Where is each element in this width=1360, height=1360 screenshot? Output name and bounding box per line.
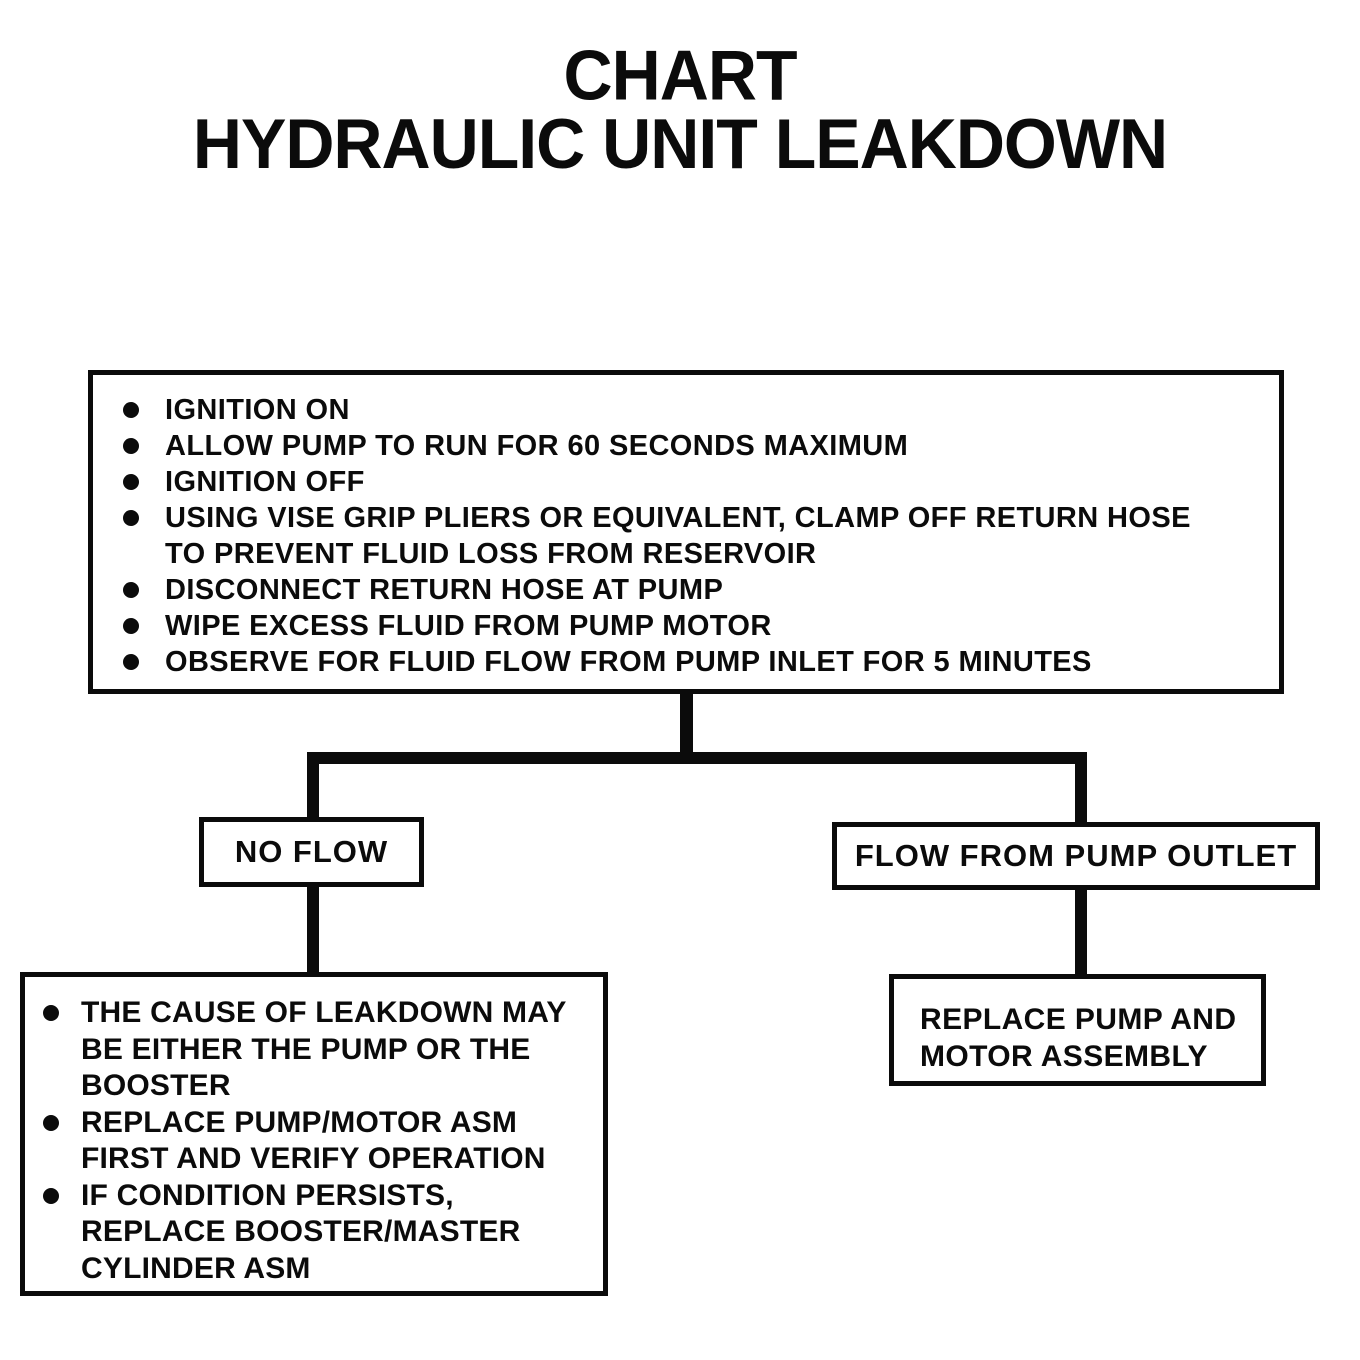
bullet-icon <box>123 654 139 670</box>
procedure-step: OBSERVE FOR FLUID FLOW FROM PUMP INLET F… <box>165 646 1092 678</box>
list-item: IGNITION OFF <box>115 464 1261 500</box>
bullet-icon <box>43 1114 59 1131</box>
list-item: DISCONNECT RETURN HOSE AT PUMP <box>115 572 1261 608</box>
procedure-node: IGNITION ON ALLOW PUMP TO RUN FOR 60 SEC… <box>88 370 1284 694</box>
procedure-step: IGNITION ON <box>165 394 350 426</box>
no-flow-node: NO FLOW <box>199 817 424 887</box>
title-line-1: CHART <box>563 36 798 116</box>
procedure-step: IGNITION OFF <box>165 466 365 498</box>
connector-right-drop-lower <box>1075 885 1087 979</box>
bullet-icon <box>43 1187 59 1204</box>
bullet-icon <box>123 582 139 598</box>
bullet-icon <box>123 402 139 418</box>
bullet-icon <box>123 438 139 454</box>
bullet-icon <box>123 510 139 526</box>
list-item: OBSERVE FOR FLUID FLOW FROM PUMP INLET F… <box>115 644 1261 680</box>
connector-horizontal-bar <box>307 752 1087 764</box>
title-line-2: HYDRAULIC UNIT LEAKDOWN <box>192 104 1168 184</box>
list-item: ALLOW PUMP TO RUN FOR 60 SECONDS MAXIMUM <box>115 428 1261 464</box>
bullet-icon <box>43 1005 59 1021</box>
page-title: CHART HYDRAULIC UNIT LEAKDOWN <box>0 36 1360 184</box>
replace-pump-label: REPLACE PUMP AND MOTOR ASSEMBLY <box>920 1003 1237 1073</box>
connector-left-drop-upper <box>307 752 319 822</box>
list-item: USING VISE GRIP PLIERS OR EQUIVALENT, CL… <box>115 500 1261 572</box>
procedure-step: USING VISE GRIP PLIERS OR EQUIVALENT, CL… <box>165 502 1191 570</box>
flow-from-pump-outlet-label: FLOW FROM PUMP OUTLET <box>854 838 1298 873</box>
bullet-icon <box>123 474 139 490</box>
diagnosis-step: THE CAUSE OF LEAKDOWN MAY BE EITHER THE … <box>81 996 567 1102</box>
bullet-icon <box>123 618 139 634</box>
diagnosis-step: IF CONDITION PERSISTS, REPLACE BOOSTER/M… <box>81 1178 521 1285</box>
connector-left-drop-lower <box>307 882 319 976</box>
connector-stem <box>680 691 693 757</box>
list-item: WIPE EXCESS FLUID FROM PUMP MOTOR <box>115 608 1261 644</box>
replace-pump-node: REPLACE PUMP AND MOTOR ASSEMBLY <box>889 974 1266 1086</box>
procedure-step: DISCONNECT RETURN HOSE AT PUMP <box>165 574 724 606</box>
leakdown-diagnosis-node: THE CAUSE OF LEAKDOWN MAY BE EITHER THE … <box>20 972 608 1296</box>
procedure-step: ALLOW PUMP TO RUN FOR 60 SECONDS MAXIMUM <box>165 430 909 462</box>
flow-from-pump-outlet-node: FLOW FROM PUMP OUTLET <box>832 822 1320 890</box>
list-item: REPLACE PUMP/MOTOR ASM FIRST AND VERIFY … <box>37 1105 595 1178</box>
connector-right-drop-upper <box>1075 752 1087 827</box>
no-flow-label: NO FLOW <box>234 834 389 869</box>
list-item: IGNITION ON <box>115 392 1261 428</box>
list-item: THE CAUSE OF LEAKDOWN MAY BE EITHER THE … <box>37 995 595 1105</box>
diagnosis-step: REPLACE PUMP/MOTOR ASM FIRST AND VERIFY … <box>81 1105 546 1176</box>
procedure-step: WIPE EXCESS FLUID FROM PUMP MOTOR <box>165 610 772 642</box>
list-item: IF CONDITION PERSISTS, REPLACE BOOSTER/M… <box>37 1178 595 1288</box>
